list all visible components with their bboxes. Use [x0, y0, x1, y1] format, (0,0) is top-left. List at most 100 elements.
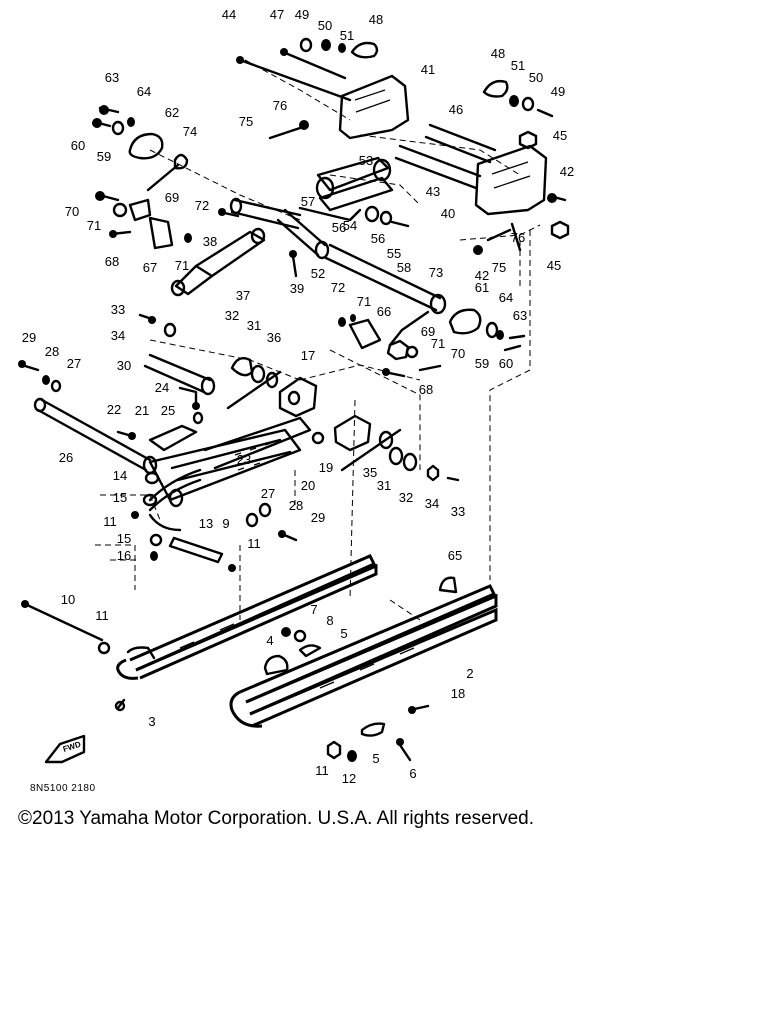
callout-label: 34 [111, 328, 125, 343]
fwd-arrow-icon: FWD [44, 734, 86, 764]
callout-label: 31 [247, 318, 261, 333]
callout-label: 50 [529, 70, 543, 85]
callout-label: 72 [195, 198, 209, 213]
callout-label: 65 [448, 548, 462, 563]
skid-rails [21, 554, 498, 762]
callout-label: 14 [113, 468, 127, 483]
callout-label: 51 [340, 28, 354, 43]
callout-label: 56 [371, 231, 385, 246]
callout-label: 23 [237, 452, 251, 467]
callout-label: 29 [22, 330, 36, 345]
callout-label: 24 [155, 380, 169, 395]
callout-label: 45 [547, 258, 561, 273]
copyright-notice: ©2013 Yamaha Motor Corporation. U.S.A. A… [18, 808, 534, 829]
rear-arm-upper [236, 37, 570, 240]
callout-label: 64 [499, 290, 513, 305]
callout-label: 75 [492, 260, 506, 275]
callout-label: 72 [331, 280, 345, 295]
callout-label: 28 [45, 344, 59, 359]
callout-label: 76 [273, 98, 287, 113]
callout-label: 41 [421, 62, 435, 77]
callout-label: 60 [499, 356, 513, 371]
callout-label: 47 [270, 7, 284, 22]
callout-label: 50 [318, 18, 332, 33]
callout-label: 71 [431, 336, 445, 351]
callout-label: 34 [425, 496, 439, 511]
callout-label: 36 [267, 330, 281, 345]
callout-label: 16 [117, 548, 131, 563]
callout-label: 13 [199, 516, 213, 531]
callout-label: 68 [105, 254, 119, 269]
callout-label: 7 [310, 602, 317, 617]
callout-label: 76 [511, 230, 525, 245]
callout-label: 52 [311, 266, 325, 281]
callout-label: 59 [97, 149, 111, 164]
callout-label: 74 [183, 124, 197, 139]
callout-label: 56 [332, 220, 346, 235]
callout-label: 60 [71, 138, 85, 153]
callout-label: 22 [107, 402, 121, 417]
callout-label: 11 [95, 608, 109, 623]
callout-label: 21 [135, 403, 149, 418]
callout-label: 70 [65, 204, 79, 219]
callout-label: 66 [377, 304, 391, 319]
callout-label: 9 [222, 516, 229, 531]
callout-label: 71 [175, 258, 189, 273]
callout-label: 51 [511, 58, 525, 73]
callout-label: 18 [451, 686, 465, 701]
callout-label: 49 [551, 84, 565, 99]
callout-label: 32 [225, 308, 239, 323]
callout-label: 5 [340, 626, 347, 641]
callout-label: 69 [421, 324, 435, 339]
callout-label: 6 [409, 766, 416, 781]
callout-label: 11 [315, 763, 329, 778]
parts-diagram: FWD 8N5100 2180 444749505148414851504963… [18, 7, 574, 794]
callout-label: 58 [397, 260, 411, 275]
callout-label: 3 [148, 714, 155, 729]
callout-label: 67 [143, 260, 157, 275]
callout-label: 30 [117, 358, 131, 373]
callout-label: 42 [475, 268, 489, 283]
callout-label: 31 [377, 478, 391, 493]
callout-label: 25 [161, 403, 175, 418]
callout-label: 15 [117, 531, 131, 546]
callout-label: 68 [419, 382, 433, 397]
callout-label: 44 [222, 7, 236, 22]
callout-label: 26 [59, 450, 73, 465]
callout-label: 15 [113, 490, 127, 505]
callout-label: 64 [137, 84, 151, 99]
callout-label: 19 [319, 460, 333, 475]
callout-label: 48 [491, 46, 505, 61]
callout-label: 29 [311, 510, 325, 525]
callout-label: 27 [67, 356, 81, 371]
callout-label: 63 [513, 308, 527, 323]
callout-label: 33 [451, 504, 465, 519]
callout-label: 73 [429, 265, 443, 280]
callout-label: 38 [203, 234, 217, 249]
diagram-code: 8N5100 2180 [30, 783, 96, 794]
callout-label: 70 [451, 346, 465, 361]
front-arm [18, 313, 460, 572]
callout-label: 5 [372, 751, 379, 766]
callout-label: 28 [289, 498, 303, 513]
callout-label: 59 [475, 356, 489, 371]
callout-label: 54 [343, 218, 357, 233]
callout-label: 27 [261, 486, 275, 501]
callout-label: 12 [342, 771, 356, 786]
callout-label: 48 [369, 12, 383, 27]
callout-label: 71 [357, 294, 371, 309]
callout-label: 17 [301, 348, 315, 363]
callout-label: 33 [111, 302, 125, 317]
callout-label: 46 [449, 102, 463, 117]
center-shafts [170, 197, 447, 315]
callout-label: 61 [475, 280, 489, 295]
callout-label: 32 [399, 490, 413, 505]
callout-label: 37 [236, 288, 250, 303]
callout-label: 39 [290, 281, 304, 296]
callout-label: 55 [387, 246, 401, 261]
callout-label: 45 [553, 128, 567, 143]
right-bracket-group [338, 222, 526, 378]
callout-label: 10 [61, 592, 75, 607]
callout-label: 75 [239, 114, 253, 129]
